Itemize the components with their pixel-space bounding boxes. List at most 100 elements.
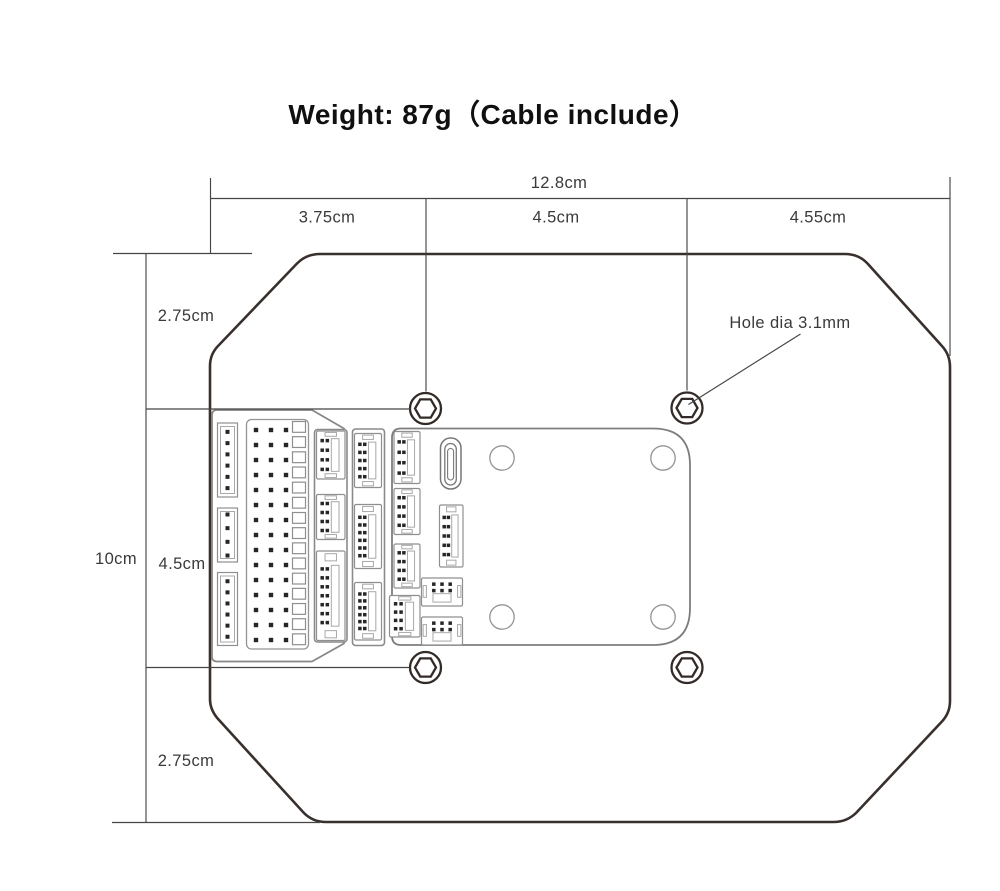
- pin-dot: [446, 543, 451, 548]
- pin-dot: [268, 607, 274, 613]
- pin-dot: [268, 517, 274, 523]
- pin-dot: [397, 505, 401, 509]
- pin-dot: [363, 458, 367, 463]
- jst-tab: [362, 583, 374, 590]
- pin-dot: [320, 510, 324, 515]
- pin-dot: [320, 611, 324, 616]
- terminal-pad: [291, 633, 307, 646]
- pin-dot: [320, 467, 324, 472]
- pin-dot: [253, 592, 259, 598]
- pin-dot: [268, 577, 274, 583]
- pin-dot: [446, 524, 451, 529]
- terminal-pad: [291, 527, 307, 540]
- pin-dot: [402, 523, 406, 528]
- jst-tab: [362, 560, 374, 568]
- jst-connector-vertical: [393, 543, 421, 589]
- pin-dot: [440, 588, 444, 593]
- pin-dot: [399, 602, 403, 606]
- pin-dot: [283, 442, 289, 448]
- pin-dot: [442, 552, 446, 557]
- pin-dot: [325, 467, 330, 472]
- pin-dot: [442, 534, 446, 538]
- pin-dot: [320, 567, 324, 571]
- pin-dot: [325, 594, 330, 598]
- pin-dot: [393, 618, 398, 623]
- jst-tab: [457, 585, 462, 598]
- pin-grid-area: [245, 418, 310, 650]
- jst-latch: [368, 441, 377, 480]
- pin-dot: [268, 502, 274, 508]
- pin-dot: [283, 532, 289, 538]
- pin-dot: [268, 427, 274, 433]
- mounting-hole-screw: [408, 650, 443, 685]
- terminal-pad: [291, 496, 307, 509]
- pin-dot: [358, 458, 362, 463]
- hole-diameter-label: Hole dia 3.1mm: [729, 314, 850, 332]
- jst-latch: [451, 514, 459, 558]
- edge-connector-inner: [220, 426, 235, 494]
- jst-connector-vertical: [353, 432, 383, 489]
- pin-dot: [402, 495, 406, 500]
- pin-dot: [325, 528, 330, 533]
- jst-tab: [324, 553, 337, 562]
- pin-dot: [358, 523, 362, 527]
- pin-dot: [432, 582, 436, 586]
- mounting-screws: [408, 391, 704, 685]
- terminal-pad: [291, 466, 307, 479]
- terminal-pad: [291, 542, 307, 555]
- pin-dot: [268, 592, 274, 598]
- jst-tab: [324, 534, 337, 539]
- pin-dot: [363, 592, 367, 596]
- pin-dot: [325, 620, 330, 625]
- dim-width-total-label: 12.8cm: [531, 174, 588, 192]
- jst-latch: [330, 564, 340, 627]
- terminal-pad: [291, 618, 307, 631]
- jst-latch: [368, 514, 377, 559]
- pin-dot: [225, 539, 230, 544]
- pin-dot: [283, 427, 289, 433]
- pin-dot: [402, 551, 406, 555]
- jst-latch: [404, 601, 415, 631]
- pin-dot: [363, 515, 367, 520]
- terminal-pad: [291, 420, 307, 433]
- pin-dot: [253, 427, 259, 433]
- pin-dot: [358, 606, 362, 610]
- pin-dot: [283, 547, 289, 553]
- pin-dot: [283, 457, 289, 463]
- pcb-hole: [650, 445, 676, 471]
- pin-dot: [440, 582, 444, 586]
- mounting-hole-screw: [408, 391, 443, 426]
- main-board-outline: [391, 427, 691, 646]
- pin-dot: [402, 514, 406, 518]
- pin-dot: [268, 532, 274, 538]
- pin-dot: [325, 501, 330, 506]
- pin-dot: [325, 438, 330, 443]
- jst-tab: [446, 506, 457, 513]
- edge-connector-inner: [220, 575, 235, 643]
- jst-latch: [407, 439, 416, 476]
- pin-dot: [446, 534, 451, 538]
- pin-dot: [325, 576, 330, 580]
- pin-dot: [225, 474, 230, 479]
- terminal-pad: [291, 572, 307, 585]
- pin-dot: [432, 627, 436, 632]
- pin-dot: [448, 621, 452, 625]
- jst-tab: [446, 559, 457, 566]
- pin-dot: [268, 457, 274, 463]
- dim-width-seg-2-label: 4.5cm: [533, 209, 580, 227]
- pin-dot: [397, 577, 401, 581]
- pin-dot: [325, 458, 330, 462]
- pin-dot: [225, 486, 230, 491]
- edge-connector: [216, 422, 239, 498]
- jst-tab: [401, 528, 413, 534]
- pin-dot: [283, 562, 289, 568]
- pin-dot: [268, 442, 274, 448]
- edge-connector: [216, 507, 239, 563]
- jst-tab: [401, 544, 413, 550]
- pin-dot: [253, 607, 259, 613]
- pin-dot: [358, 626, 362, 631]
- jst-latch: [432, 632, 452, 642]
- pin-dot: [283, 517, 289, 523]
- pin-dot: [253, 472, 259, 478]
- pin-dot: [358, 612, 362, 617]
